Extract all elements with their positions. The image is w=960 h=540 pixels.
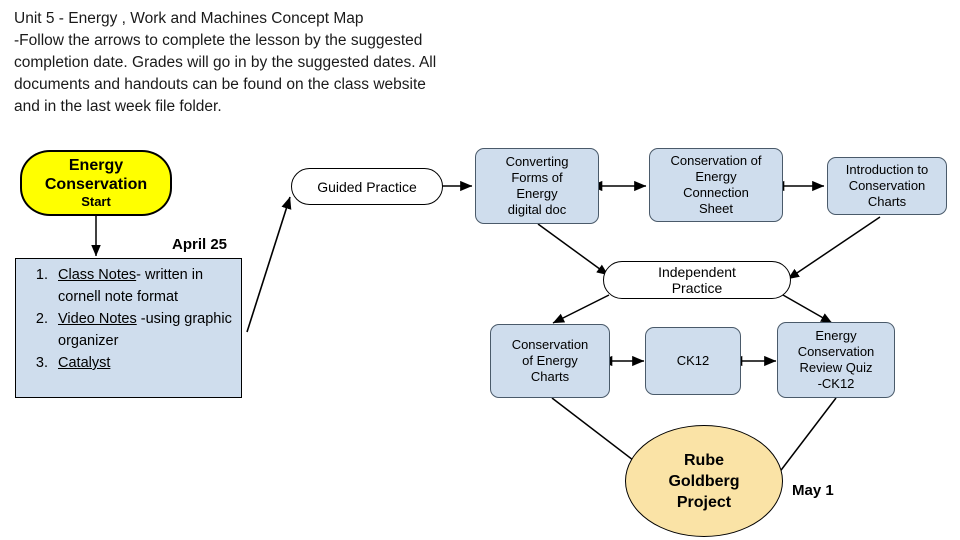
connection-sheet-label: Conservation of Energy Connection Sheet [670,153,762,216]
node-guided-practice[interactable]: Guided Practice [291,168,443,205]
list-item[interactable]: Video Notes -using graphic organizer [52,309,235,352]
arrow-intro-charts-to-independent-practice [787,216,881,280]
ck12-label: CK12 [676,353,710,368]
converting-forms-label: Converting Forms of Energy digital doc [505,154,569,217]
node-energy-conservation-review-quiz[interactable]: Energy Conservation Review Quiz -CK12 [777,322,895,398]
rube-goldberg-label: Rube Goldberg Project [668,451,740,511]
node-independent-practice[interactable]: Independent Practice [603,261,791,299]
independent-practice-label: Independent Practice [658,264,736,296]
start-subtitle: Start [81,194,111,209]
node-ck12[interactable]: CK12 [645,327,741,395]
list-item-link[interactable]: Class Notes [58,267,137,283]
arrow-list-to-guided-practice [246,196,292,333]
list-item-link[interactable]: Catalyst [58,355,111,371]
review-quiz-label: Energy Conservation Review Quiz -CK12 [797,328,875,391]
list-item[interactable]: Class Notes- written in cornell note for… [52,265,235,308]
start-title: Energy Conservation [44,157,148,193]
list-item-link[interactable]: Video Notes [58,311,137,327]
intro-charts-label: Introduction to Conservation Charts [845,162,929,209]
node-rube-goldberg-project[interactable]: Rube Goldberg Project [625,425,783,537]
guided-practice-label: Guided Practice [317,178,417,195]
arrow-review-quiz-to-rube-goldberg [771,397,837,483]
node-conservation-of-energy-connection-sheet[interactable]: Conservation of Energy Connection Sheet [649,148,783,222]
conservation-charts-label: Conservation of Energy Charts [511,337,589,384]
list-item-rest: -using graphic organizer [58,311,232,349]
list-item-rest: - written in cornell note format [58,267,204,305]
assignment-list-box: Class Notes- written in cornell note for… [15,258,242,398]
page-title-and-instructions: Unit 5 - Energy , Work and Machines Conc… [14,10,437,115]
date-label-april-25: April 25 [172,236,228,253]
list-item[interactable]: Catalyst [52,353,235,375]
node-energy-conservation-start[interactable]: Energy Conservation Start [20,150,172,216]
arrow-converting-forms-to-independent-practice [537,223,609,276]
assignment-list: Class Notes- written in cornell note for… [16,265,241,375]
arrow-independent-practice-to-conservation-charts [552,294,610,324]
node-introduction-to-conservation-charts[interactable]: Introduction to Conservation Charts [827,157,947,215]
node-converting-forms-of-energy-digital-doc[interactable]: Converting Forms of Energy digital doc [475,148,599,224]
date-label-may-1: May 1 [792,482,834,499]
arrow-independent-practice-to-review-quiz [782,294,833,324]
node-conservation-of-energy-charts[interactable]: Conservation of Energy Charts [490,324,610,398]
